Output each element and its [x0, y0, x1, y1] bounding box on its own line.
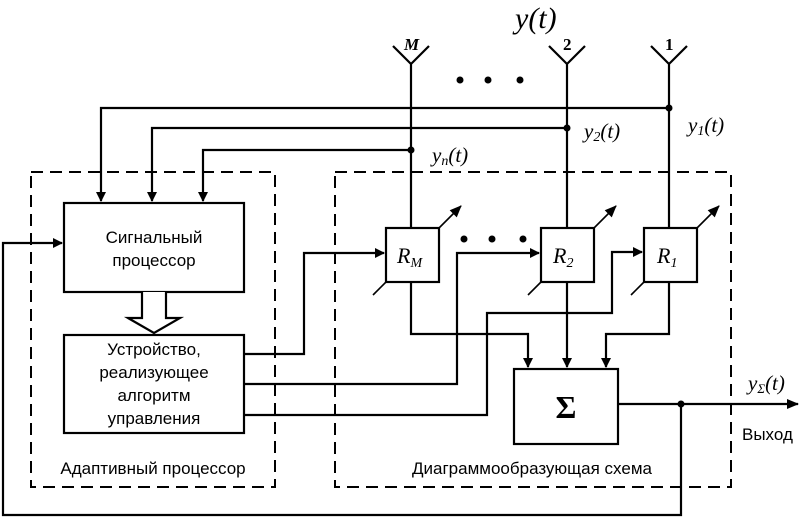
junction-dot-y2: [563, 124, 571, 132]
beamformer-group: [334, 171, 732, 488]
control-unit-label-4: управления: [108, 409, 201, 428]
antenna-M-label: M: [403, 35, 420, 54]
antenna-ellipsis: [456, 76, 524, 84]
feedback-line: [1, 238, 683, 517]
weight-block-R1: R1: [630, 205, 720, 296]
control-unit-label-2: реализующее: [99, 363, 208, 382]
antenna-2: 2: [548, 35, 586, 228]
junction-dot-yn: [407, 146, 415, 154]
feed-line-y1: [96, 106, 669, 202]
weight-block-R2: R2: [527, 205, 617, 296]
svg-text:R2: R2: [552, 243, 573, 271]
weight-block-RM: RM: [372, 205, 462, 296]
adaptive-processor-label: Адаптивный процессор: [60, 459, 245, 478]
signal-label-y1: y1(t): [686, 113, 724, 139]
control-unit-label-1: Устройство,: [107, 340, 201, 359]
junction-dot-y1: [665, 104, 673, 112]
feed-line-yn: [198, 148, 411, 202]
control-unit-block: [62, 333, 246, 435]
summator-symbol: Σ: [556, 389, 577, 425]
antenna-2-label: 2: [563, 35, 572, 54]
control-line-RM: [244, 248, 385, 356]
antenna-1-label: 1: [665, 35, 674, 54]
beamformer-label: Диаграммообразующая схема: [412, 459, 652, 478]
summator-block: [512, 367, 620, 446]
sum-input-R1: [601, 282, 671, 368]
antenna-M: M: [392, 35, 430, 228]
antenna-1: 1: [650, 35, 688, 228]
signal-processor-block: [62, 201, 246, 294]
sum-input-RM: [409, 282, 533, 368]
output-label: Выход: [742, 425, 793, 444]
svg-text:RM: RM: [396, 243, 423, 271]
signal-processor-label-2: процессор: [112, 251, 195, 270]
output-signal-label: yΣ(t): [746, 371, 785, 396]
signal-label-y2: y2(t): [582, 119, 620, 145]
adaptive-processor-group: [30, 171, 276, 488]
control-unit-label-3: алгоритм: [117, 386, 190, 405]
svg-text:R1: R1: [656, 243, 677, 271]
signal-label-yn: yn(t): [430, 143, 468, 169]
signal-processor-label-1: Сигнальный: [106, 228, 203, 247]
control-line-R2: [244, 248, 540, 386]
weight-ellipsis: [460, 235, 527, 243]
title-signal-label: y(t): [512, 2, 557, 35]
control-line-R1: [244, 247, 643, 417]
feed-line-y2: [147, 126, 567, 202]
hollow-arrow-icon: [123, 292, 185, 335]
